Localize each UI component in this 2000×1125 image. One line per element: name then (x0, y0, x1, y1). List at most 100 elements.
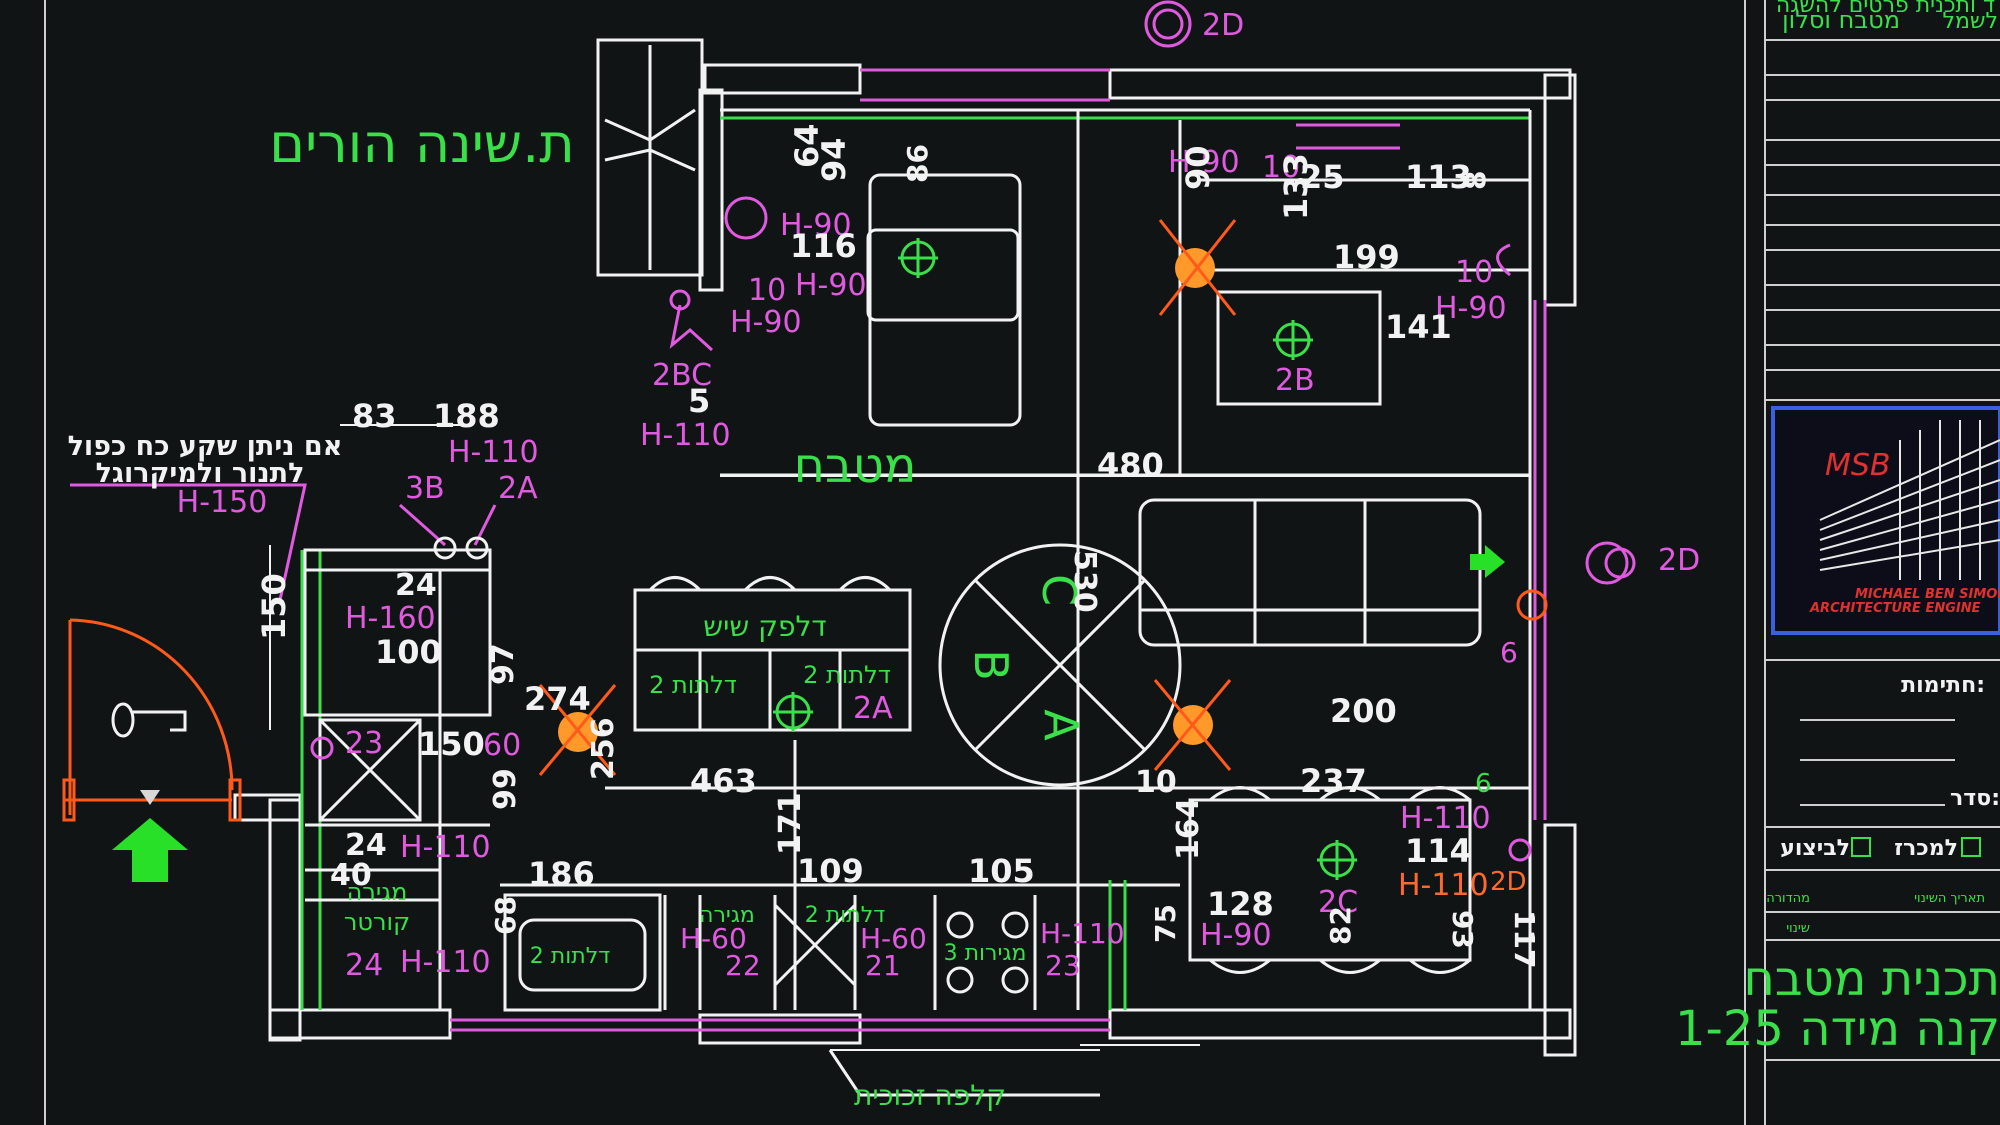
dim-186: 186 (528, 855, 595, 893)
dim-21: 21 (865, 949, 901, 982)
dim-68: 68 (489, 896, 522, 935)
dim-480: 480 (1097, 446, 1164, 484)
note-glass-partition: קלפה זכוכית (854, 1079, 1006, 1112)
height-h110-c: H-110 (400, 830, 491, 865)
dim-113: 113 (1405, 158, 1472, 196)
dim-10-a: 10 (748, 273, 786, 308)
note-oven-height: H-150 (177, 485, 268, 520)
dim-117: 117 (1508, 910, 1541, 968)
title-header-right: לשמל (1942, 9, 1998, 34)
height-h90-e: H-90 (1435, 291, 1507, 326)
height-h90-a: H-90 (780, 208, 852, 243)
tag-3b: 3B (405, 471, 445, 506)
sheet-scale: קנה מידה 1-25 (1675, 1001, 2000, 1057)
col-edition: מהדורה (1766, 891, 1810, 906)
tag-2bc: 2BC (652, 358, 712, 393)
dim-200: 200 (1330, 692, 1397, 730)
dimension-lines (269, 424, 1530, 1097)
light-points (773, 238, 1548, 880)
dim-128: 128 (1207, 885, 1274, 923)
electrical-symbols (70, 0, 1636, 862)
dining-table (1188, 786, 1472, 974)
rug-letter-c: C (1032, 574, 1086, 606)
room-label-kitchen: מטבח (794, 438, 917, 494)
dim-64: 64 (788, 123, 826, 168)
title-block (1765, 39, 2000, 1061)
dim-60: 60 (483, 728, 521, 763)
exterior-walls (233, 63, 1577, 1057)
cabinet-label-shelf: דלפק שיש (703, 610, 826, 643)
dim-150: 150 (255, 573, 293, 640)
height-h160: H-160 (345, 601, 436, 636)
dim-93: 93 (1446, 910, 1479, 949)
left-tall-cabinets (303, 548, 492, 1010)
dim-23-b: 23 (1045, 949, 1081, 982)
dim-10-d: 10 (1135, 765, 1177, 800)
cabinet-label-doors-b: 2 דלתות (803, 661, 891, 689)
kitchen-island (633, 576, 912, 732)
tag-2a-island: 2A (853, 691, 893, 726)
height-h60-b: H-60 (860, 922, 927, 955)
dim-109: 109 (797, 852, 864, 890)
height-h90-d: H-90 (1168, 145, 1240, 180)
height-h90-c: H-90 (730, 305, 802, 340)
dim-86: 86 (901, 144, 934, 183)
dim-6: 6 (1500, 636, 1518, 669)
dim-171: 171 (773, 792, 808, 855)
dim-97: 97 (486, 643, 521, 685)
dim-94: 94 (815, 137, 853, 182)
dim-116: 116 (790, 227, 857, 265)
dim-22: 22 (725, 949, 761, 982)
dim-10-c: 10 (1455, 255, 1493, 290)
dim-5: 5 (688, 382, 710, 420)
cabinet-label-doors-sink: 2 דלתות (530, 944, 610, 969)
dim-105: 105 (968, 852, 1035, 890)
dim-83: 83 (352, 397, 397, 435)
height-h60-a: H-60 (680, 922, 747, 955)
height-h110-g: H-110 (1398, 868, 1489, 903)
room-label-parents-bedroom: ת.שינה הורים (269, 112, 574, 175)
dim-114: 114 (1405, 832, 1472, 870)
logo-name: MICHAEL BEN SIMON (1855, 587, 2000, 602)
cabinet-label-drawer: מגירה (699, 903, 755, 928)
dim-164: 164 (1171, 797, 1206, 860)
height-h110-b: H-110 (448, 435, 539, 470)
key-icon (111, 702, 187, 738)
col-change-date: תאריך השינוי (1914, 891, 1985, 906)
height-h90-b: H-90 (795, 268, 867, 303)
rug-letter-b: B (964, 649, 1018, 681)
for-tender-label: למכרז (1894, 836, 1958, 861)
sofa (1138, 498, 1482, 647)
dim-10-b: 10 (1262, 150, 1300, 185)
dim-23: 23 (345, 726, 383, 761)
title-header-line2: מטבח וסלון (1782, 6, 1900, 34)
dim-237: 237 (1300, 762, 1367, 800)
bedroom-furniture (866, 120, 1530, 475)
company-logo: MSB MICHAEL BEN SIMON ARCHITECTURE ENGIN… (1809, 420, 2000, 616)
dim-530: 530 (1067, 550, 1102, 613)
for-execution-checkbox[interactable] (1851, 837, 1871, 857)
dim-463: 463 (690, 762, 757, 800)
for-execution-label: לביצוע (1780, 836, 1850, 861)
tag-2d-bottom: 2D (1490, 867, 1527, 897)
rug-letter-a: A (1034, 709, 1088, 741)
dim-82: 82 (1324, 906, 1357, 945)
cabinet-label-counter: קורטר (344, 908, 410, 936)
tag-2d-right: 2D (1658, 543, 1700, 578)
ceiling-light-fixtures (538, 219, 1237, 776)
dim-6-b: 6 (1475, 769, 1492, 799)
dim-188: 188 (433, 397, 500, 435)
sheet-title: תכנית מטבח (1743, 951, 2000, 1007)
col-change: שינוי (1786, 921, 1810, 936)
note-oven-line1: אם ניתן שקע כח כפול (68, 431, 343, 462)
dim-256: 256 (586, 717, 621, 780)
dim-24-c: 24 (345, 948, 383, 983)
height-h110-d: H-110 (400, 945, 491, 980)
for-tender-checkbox[interactable] (1961, 837, 1981, 857)
order-label: סדר: (1950, 786, 2000, 811)
dim-133: 133 (1277, 153, 1315, 220)
note-oven-line2: לתנור ולמיקרוגל (96, 458, 305, 489)
logo-letters: MSB (1825, 448, 1891, 483)
